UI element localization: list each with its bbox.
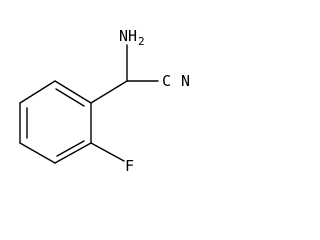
- ring-double-bond-bottom: [56, 140, 85, 157]
- fluoro-label: F: [125, 157, 134, 175]
- amino-label: NH: [119, 27, 137, 45]
- ring-bond-lower-right: [54, 142, 92, 164]
- nitrile-nitrogen-label: N: [181, 72, 190, 90]
- nitrile-carbon-label: C: [162, 72, 171, 90]
- ring-to-alpha-carbon-bond: [90, 80, 128, 104]
- amino-subscript: 2: [138, 35, 145, 48]
- ring-to-fluoro-bond: [90, 142, 125, 162]
- ring-double-bond-top: [55, 88, 85, 107]
- benzene-ring: [19, 80, 92, 164]
- ring-bond-bottom: [19, 142, 56, 164]
- chemical-structure-diagram: NH 2 C N F: [19, 27, 190, 175]
- ring-bond-top: [54, 80, 92, 104]
- ring-bond-upper-left: [19, 80, 56, 104]
